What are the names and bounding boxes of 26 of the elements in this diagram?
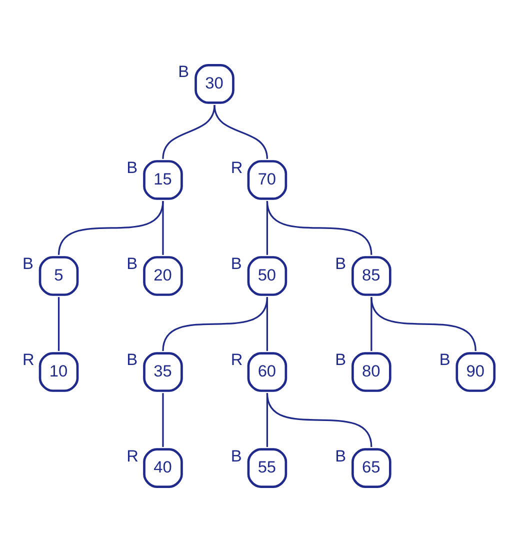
connector [58, 200, 164, 256]
node-label: R [126, 447, 139, 466]
node-label: B [126, 159, 138, 178]
node-label: B [439, 351, 450, 370]
connector [162, 393, 164, 447]
connector [266, 200, 372, 256]
node-label: B [126, 255, 138, 274]
node-label: B [230, 447, 242, 466]
connector [58, 297, 60, 351]
connector [162, 104, 216, 160]
node-label: R [230, 351, 243, 370]
connector [214, 104, 268, 160]
node-label: B [126, 351, 138, 370]
node-label: B [335, 351, 346, 370]
connector [266, 392, 372, 448]
connector [266, 297, 268, 351]
node-label: B [178, 63, 190, 82]
node-label: R [230, 159, 243, 178]
node-label: B [335, 255, 346, 274]
node-label: B [335, 447, 346, 466]
connector [162, 201, 164, 255]
node-label: R [22, 351, 34, 370]
connector [370, 296, 476, 352]
node-label: B [22, 255, 34, 274]
node-label: B [230, 255, 242, 274]
connector [162, 296, 268, 352]
